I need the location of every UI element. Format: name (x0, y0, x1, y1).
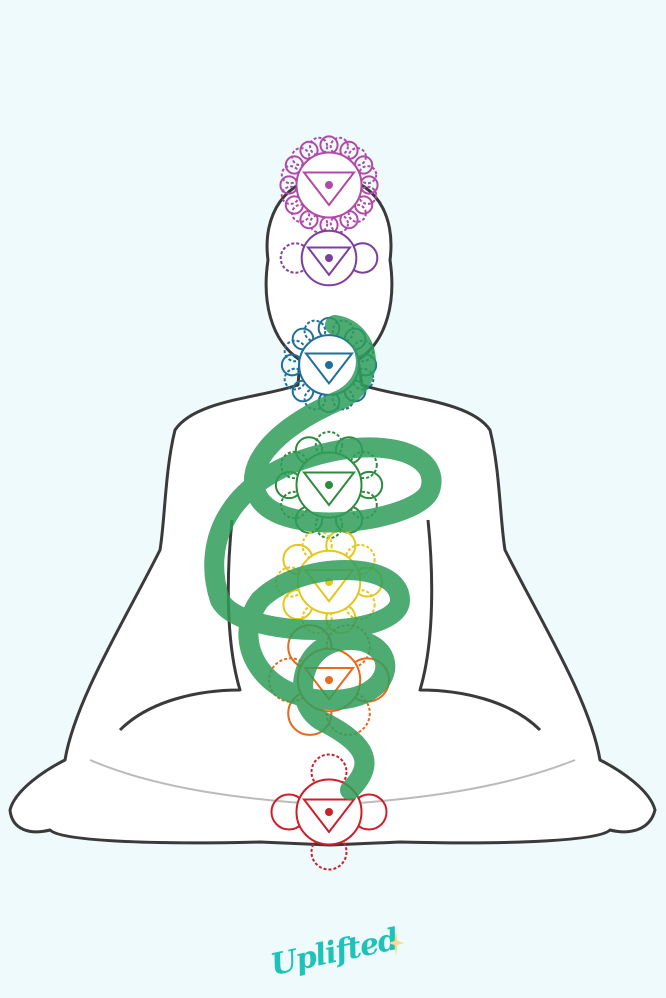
petal (309, 136, 329, 156)
chakra-triangle (303, 352, 355, 386)
chakra-triangle (301, 798, 357, 834)
chakra-center-dot (325, 361, 333, 369)
chakra-crown (279, 135, 379, 235)
chakra-triangle (302, 667, 356, 701)
chakra-center-dot (325, 808, 333, 816)
chakra-center-dot (325, 254, 333, 262)
chakra-center-dot (325, 481, 333, 489)
chakra-triangle (301, 471, 357, 507)
chakra-triangle (305, 246, 353, 277)
chakra-center-dot (325, 181, 333, 189)
chakra-third-eye (279, 229, 379, 287)
chakra-triangle (301, 171, 357, 207)
petal (329, 136, 349, 156)
sparkle-icon (388, 930, 404, 956)
petal (347, 203, 367, 223)
chakra-center-dot (325, 676, 333, 684)
kundalini-snake (204, 315, 442, 800)
